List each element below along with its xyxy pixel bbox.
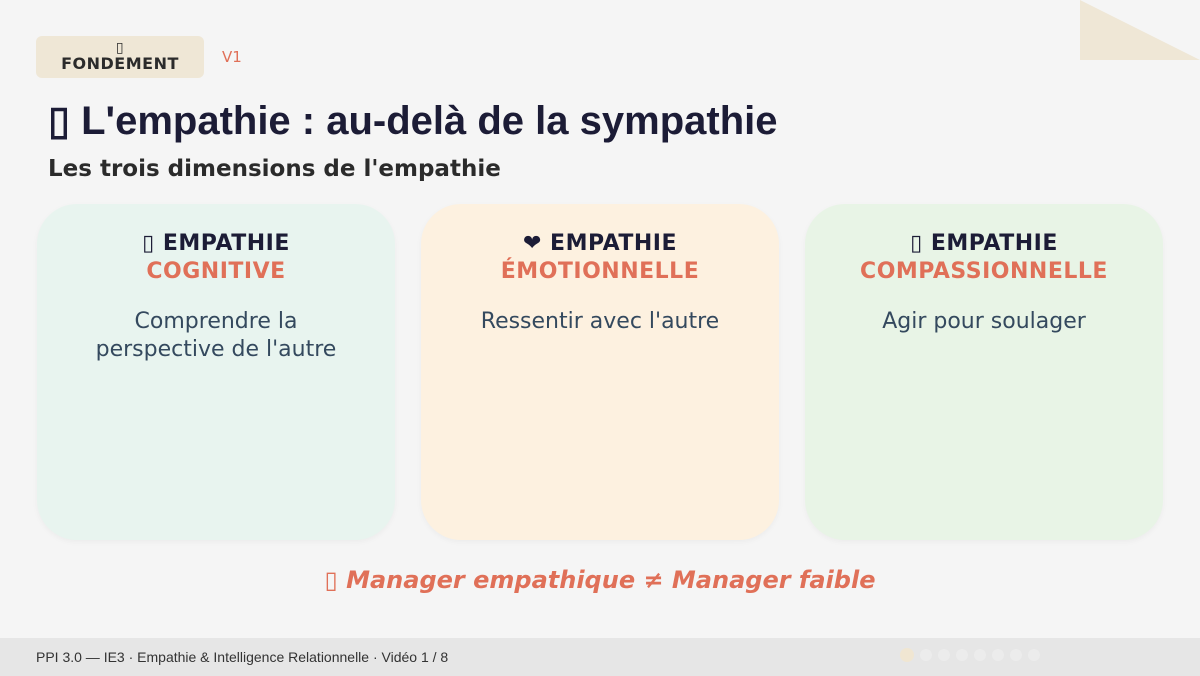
card-title: ❤ EMPATHIE (522, 231, 678, 256)
card-title: ▯ EMPATHIE (142, 231, 290, 256)
category-tag: ▯ FONDEMENT (36, 36, 204, 78)
card-title-accent: COMPASSIONNELLE (860, 259, 1108, 284)
card-emotionnelle: ❤ EMPATHIE ÉMOTIONNELLE Ressentir avec l… (421, 204, 779, 540)
card-title-accent: ÉMOTIONNELLE (500, 259, 700, 284)
card-title-accent: COGNITIVE (146, 259, 286, 284)
progress-dot[interactable] (900, 648, 914, 662)
tag-icon: ▯ (115, 40, 125, 56)
progress-dot[interactable] (956, 649, 968, 661)
progress-dot[interactable] (974, 649, 986, 661)
page-title: ▯ L'empathie : au-delà de la sympathie (48, 99, 778, 143)
card-cognitive: ▯ EMPATHIE COGNITIVE Comprendre la persp… (37, 204, 395, 540)
card-description: Ressentir avec l'autre (480, 309, 720, 334)
page-subtitle: Les trois dimensions de l'empathie (48, 156, 501, 182)
progress-dot[interactable] (938, 649, 950, 661)
tag-label: FONDEMENT (61, 54, 179, 73)
version-label: V1 (222, 48, 242, 66)
card-compassionnelle: ▯ EMPATHIE COMPASSIONNELLE Agir pour sou… (805, 204, 1163, 540)
corner-decoration (1080, 0, 1200, 60)
progress-dot[interactable] (992, 649, 1004, 661)
card-description: Agir pour soulager (882, 309, 1086, 334)
key-message: ▯ Manager empathique ≠ Manager faible (324, 566, 876, 594)
footer-text: PPI 3.0 — IE3 · Empathie & Intelligence … (36, 649, 449, 665)
progress-dot[interactable] (1028, 649, 1040, 661)
progress-dots (900, 648, 1040, 662)
footer-bar: PPI 3.0 — IE3 · Empathie & Intelligence … (0, 638, 1200, 676)
progress-dot[interactable] (920, 649, 932, 661)
progress-dot[interactable] (1010, 649, 1022, 661)
card-title: ▯ EMPATHIE (910, 231, 1058, 256)
card-description: Comprendre la perspective de l'autre (95, 309, 337, 362)
